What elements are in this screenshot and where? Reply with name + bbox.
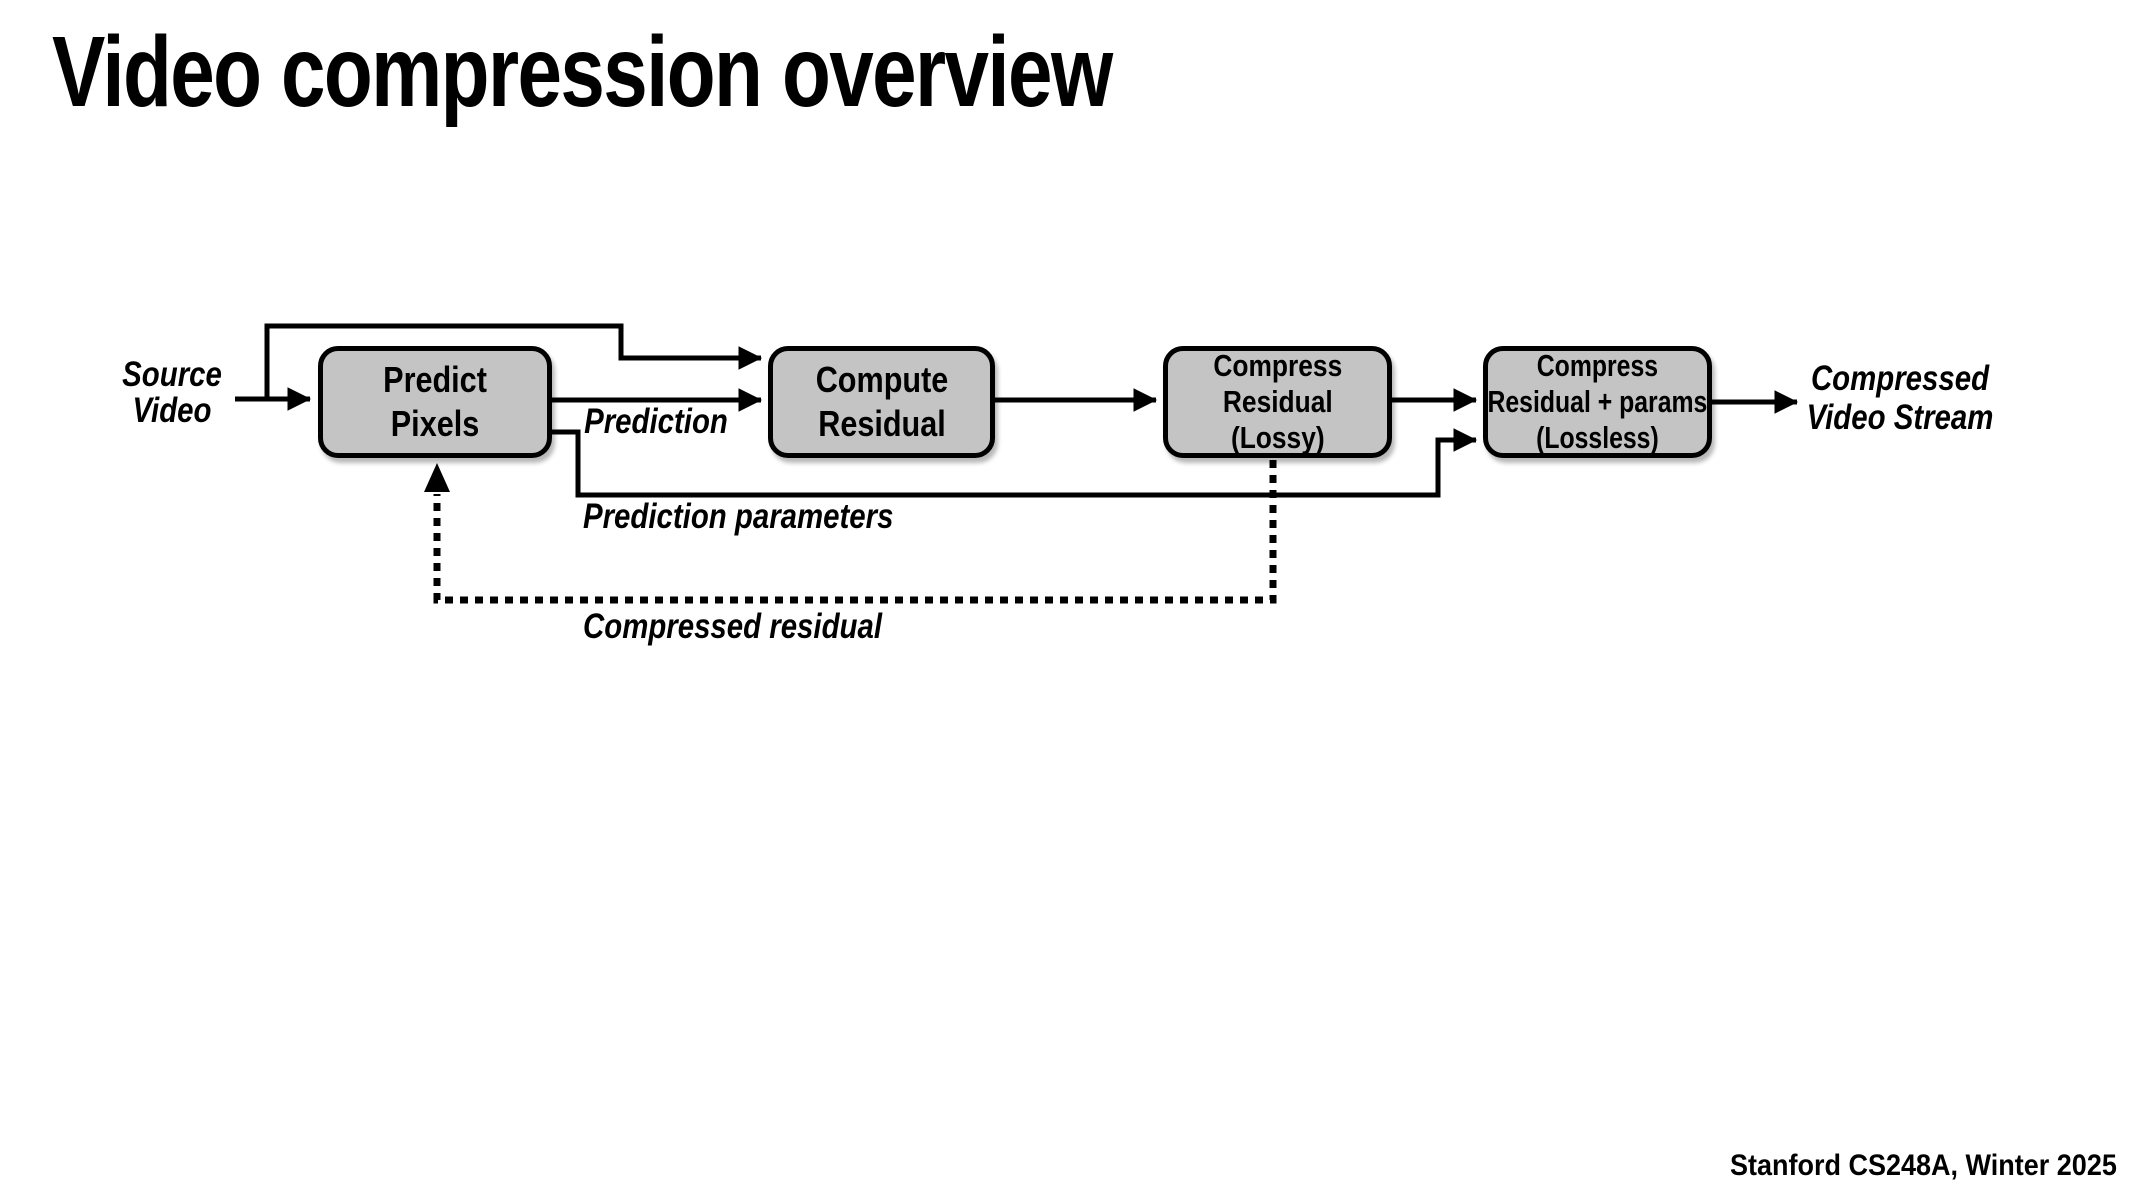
node-label-line: Residual + params [1487, 384, 1708, 419]
label-compressed-residual: Compressed residual [583, 607, 883, 646]
feedback-arrowhead [424, 463, 450, 492]
node-compute-residual: Compute Residual [768, 346, 995, 458]
edge-source-to-compute-residual [264, 323, 763, 399]
label-line: Compressed [1810, 359, 1990, 398]
node-label-line: Predict [383, 359, 487, 400]
node-compute-residual-label: Compute Residual [815, 358, 948, 446]
label-prediction-parameters: Prediction parameters [583, 497, 894, 536]
label-prediction: Prediction [584, 402, 728, 441]
edge-prediction-parameters [552, 428, 1478, 498]
label-line: Video Stream [1806, 398, 1994, 437]
node-label-line: Pixels [390, 403, 480, 444]
label-line: Video [132, 391, 212, 430]
node-compress-residual-lossy-label: Compress Residual (Lossy) [1213, 348, 1342, 456]
node-label-line: Compute [815, 359, 948, 400]
node-label-line: (Lossy) [1230, 420, 1325, 455]
node-label-line: Residual [817, 403, 946, 444]
node-compress-residual-params-lossless-label: Compress Residual + params (Lossless) [1488, 348, 1708, 456]
node-label-line: Compress [1213, 348, 1342, 383]
edge-compressed-residual-feedback [433, 460, 1277, 604]
node-label-line: Compress [1536, 348, 1659, 383]
node-compress-residual-lossy: Compress Residual (Lossy) [1163, 346, 1392, 458]
slide-title: Video compression overview [52, 16, 1113, 128]
node-compress-residual-params-lossless: Compress Residual + params (Lossless) [1483, 346, 1712, 458]
node-predict-pixels-label: Predict Pixels [383, 358, 487, 446]
label-source-video: Source Video [88, 357, 256, 429]
node-predict-pixels: Predict Pixels [318, 346, 552, 458]
slide-footer: Stanford CS248A, Winter 2025 [1730, 1149, 2117, 1182]
node-label-line: Residual [1222, 384, 1333, 419]
node-label-line: (Lossless) [1536, 420, 1659, 455]
label-line: Source [122, 355, 222, 394]
label-compressed-video-stream: Compressed Video Stream [1798, 359, 2001, 437]
